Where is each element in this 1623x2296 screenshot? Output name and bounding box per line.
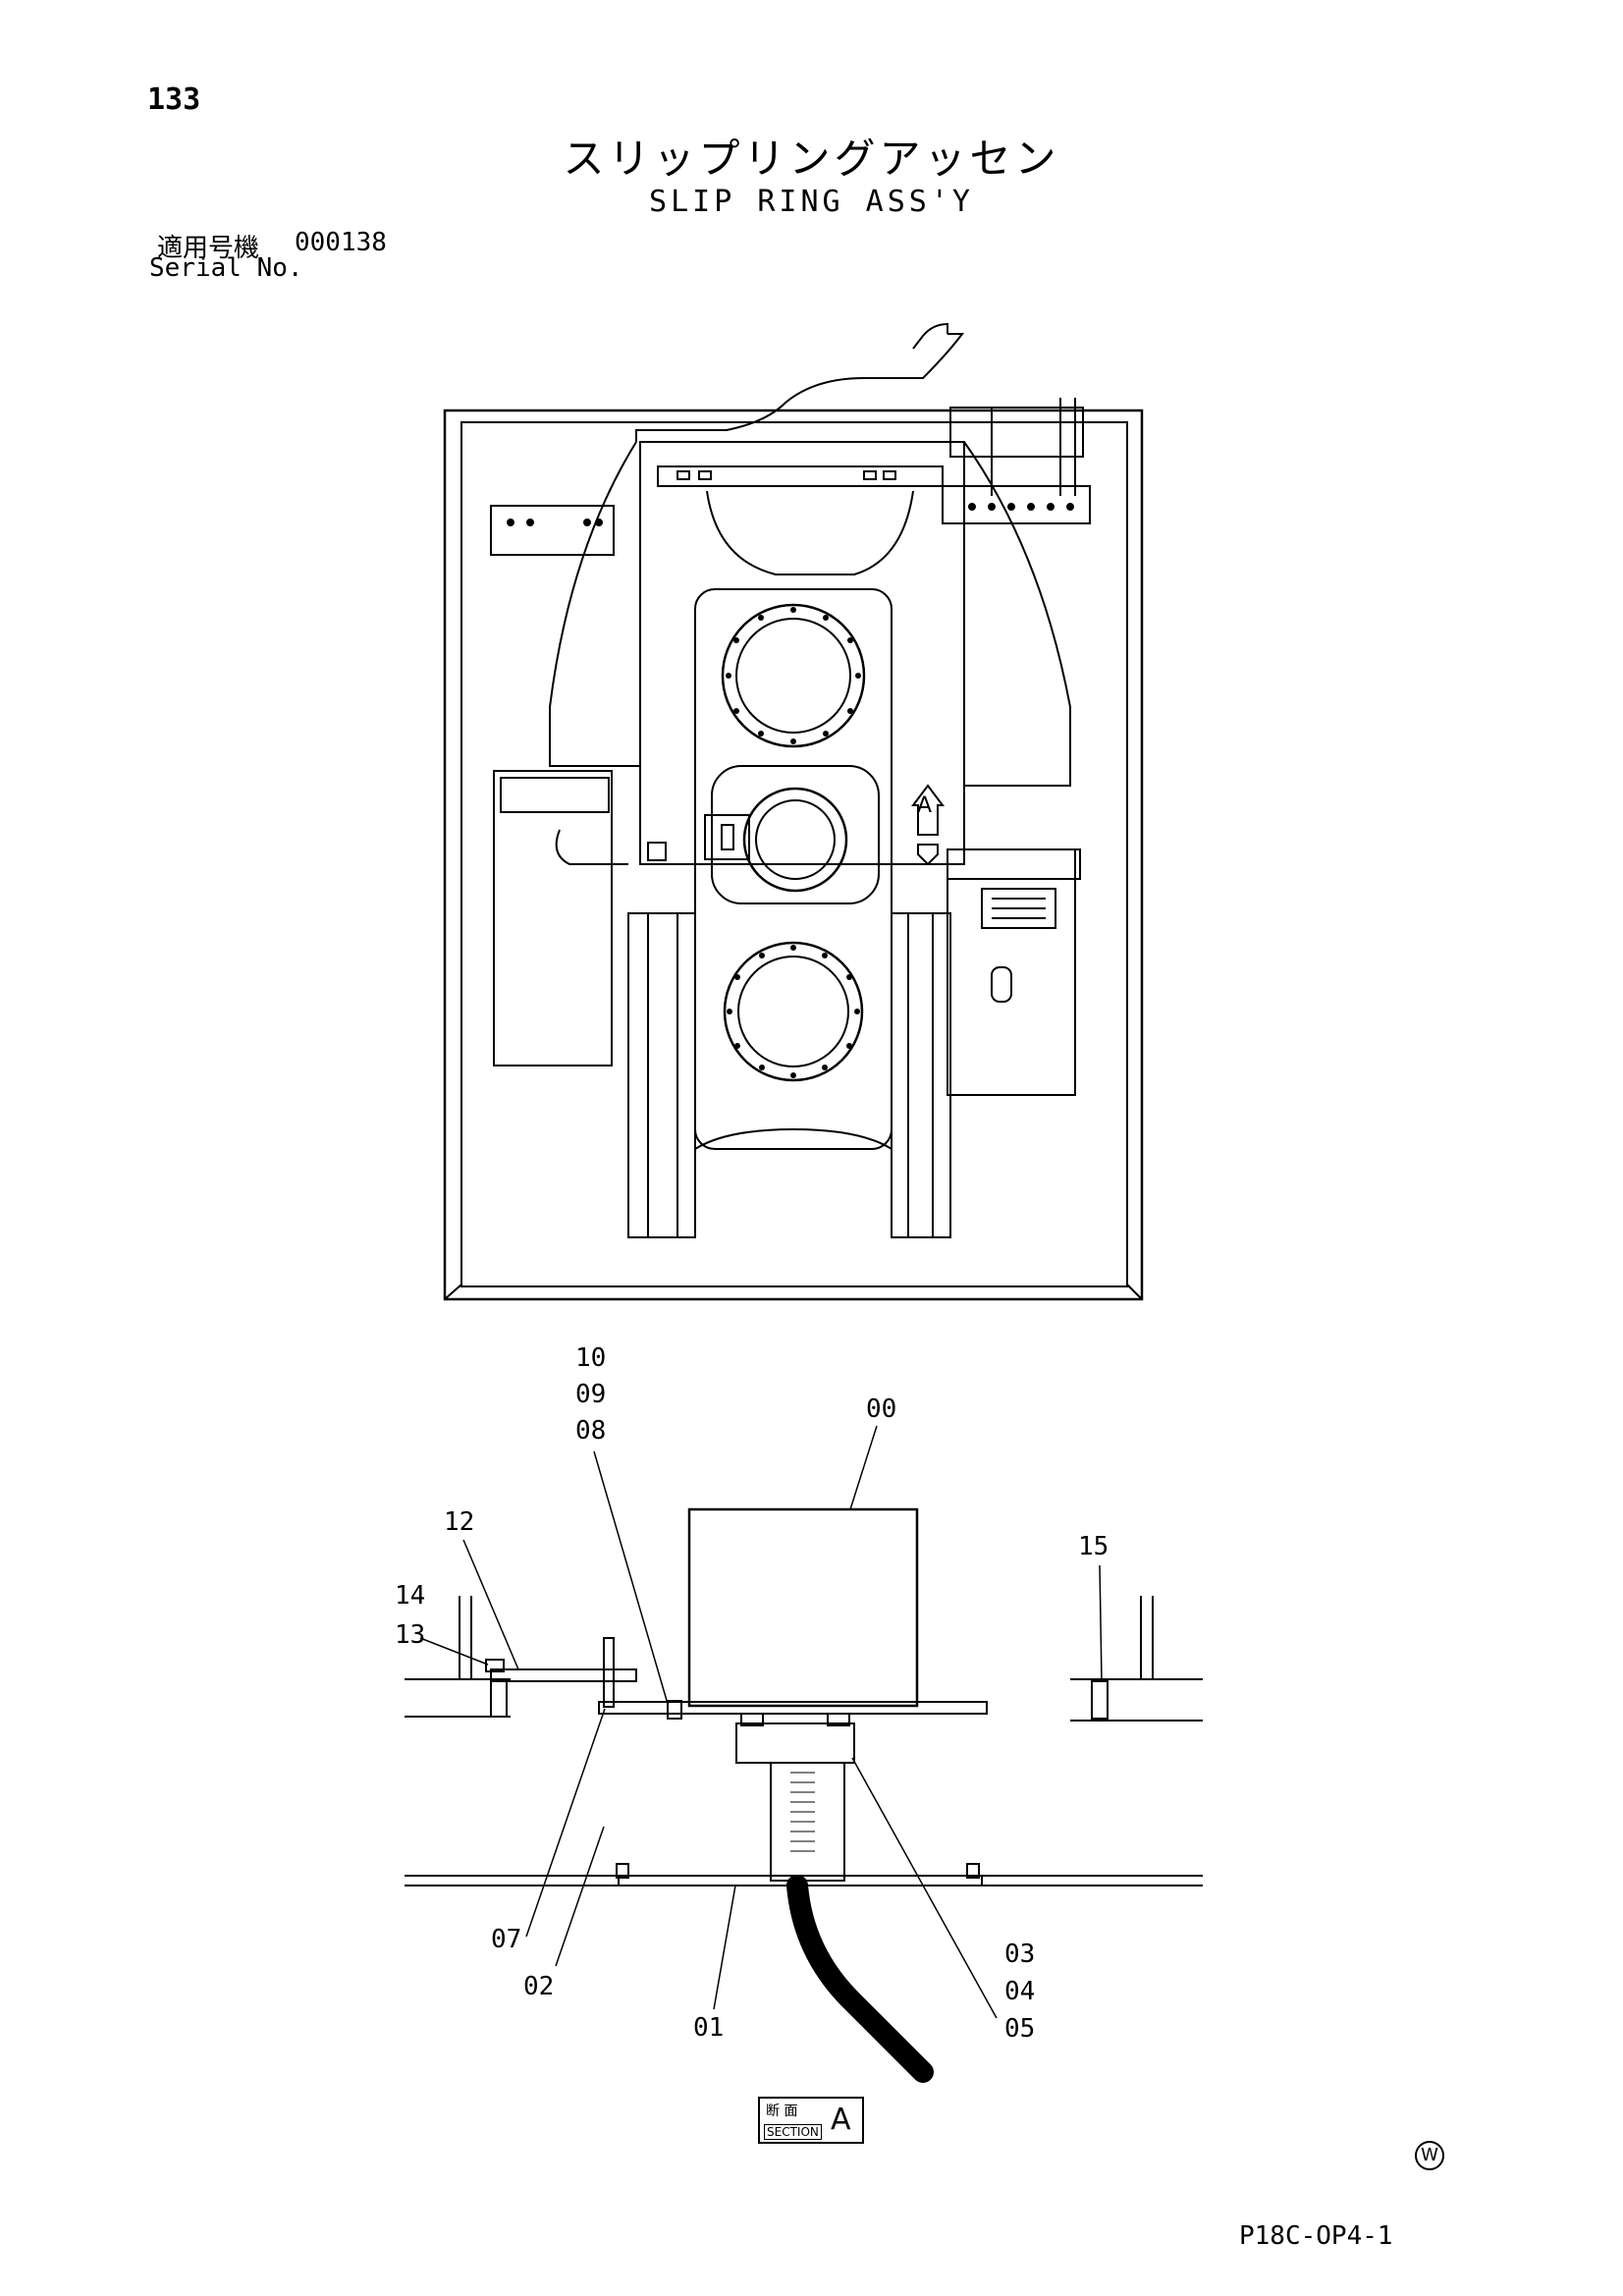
lower-arch — [694, 1127, 893, 1150]
top-silhouette — [635, 333, 965, 442]
title-japanese: スリップリングアッセン — [563, 135, 1060, 183]
left-leg — [627, 912, 696, 1238]
upper-bearing-bolts — [726, 607, 861, 744]
callout-13: 13 — [395, 1620, 426, 1650]
lower-bearing-bolts — [727, 945, 860, 1078]
left-curved-plate — [549, 441, 640, 767]
upper-right-arm — [949, 407, 1084, 458]
stopper-bracket — [490, 1668, 637, 1682]
section-view — [405, 1507, 1203, 2083]
w-mark-icon: W — [1415, 2141, 1444, 2170]
serial-label-english: Serial No. — [149, 253, 303, 283]
connector-box — [981, 888, 1056, 929]
title-english: SLIP RING ASS'Y — [649, 185, 974, 219]
slip-ring-body — [687, 1507, 919, 1708]
top-view — [443, 322, 1144, 1301]
lower-bearing — [723, 941, 864, 1082]
callout-03: 03 — [1004, 1940, 1036, 1969]
callout-10: 10 — [575, 1343, 607, 1373]
callout-15: 15 — [1078, 1532, 1109, 1561]
left-square-fitting — [647, 842, 667, 861]
right-leg — [891, 912, 951, 1238]
callout-14: 14 — [395, 1581, 426, 1611]
right-curved-plate — [963, 441, 1071, 787]
page-number: 133 — [147, 82, 201, 117]
section-tag-en: SECTION — [764, 2124, 822, 2140]
view-marker-label: A — [917, 793, 933, 818]
top-view-inner-frame — [460, 421, 1128, 1287]
upper-housing — [639, 441, 965, 865]
upper-bearing — [721, 603, 866, 748]
slip-ring-housing — [742, 787, 848, 893]
leader-lines — [419, 1425, 1103, 2019]
callout-12: 12 — [444, 1507, 475, 1537]
upper-left-arm — [490, 505, 615, 556]
stopper-pin — [603, 1637, 615, 1708]
callout-09: 09 — [575, 1380, 607, 1409]
callout-07: 07 — [491, 1925, 522, 1954]
slip-ring-bracket — [704, 814, 750, 860]
callout-02: 02 — [523, 1972, 555, 2001]
rotor-shaft — [770, 1762, 845, 1882]
callout-01: 01 — [693, 2013, 725, 2043]
bracket-bolt — [667, 1700, 682, 1720]
oval-slot — [991, 966, 1012, 1003]
serial-label-japanese: 適用号機 — [157, 234, 260, 263]
section-tag: 断 面 SECTION A — [758, 2097, 864, 2144]
serial-value: 000138 — [295, 228, 387, 257]
section-a-marker — [911, 784, 945, 866]
coupling-flange — [735, 1722, 855, 1764]
left-side-plate — [493, 770, 613, 1066]
callout-00: 00 — [866, 1394, 897, 1424]
callout-08: 08 — [575, 1416, 607, 1446]
top-view-frame — [443, 409, 1144, 1301]
right-arm — [947, 848, 1081, 880]
section-tag-jp: 断 面 — [766, 2104, 798, 2119]
center-column — [694, 588, 893, 1150]
callout-04: 04 — [1004, 1977, 1036, 2006]
mounting-plate — [598, 1701, 988, 1715]
callout-05: 05 — [1004, 2014, 1036, 2044]
upper-cutout — [706, 490, 914, 575]
upper-cross-beam — [657, 465, 944, 487]
upper-right-bracket — [942, 485, 1091, 524]
document-code: P18C-OP4-1 — [1239, 2221, 1393, 2251]
cable-hose — [786, 1875, 934, 2083]
middle-opening — [711, 765, 880, 904]
section-tag-letter: A — [831, 2103, 851, 2137]
